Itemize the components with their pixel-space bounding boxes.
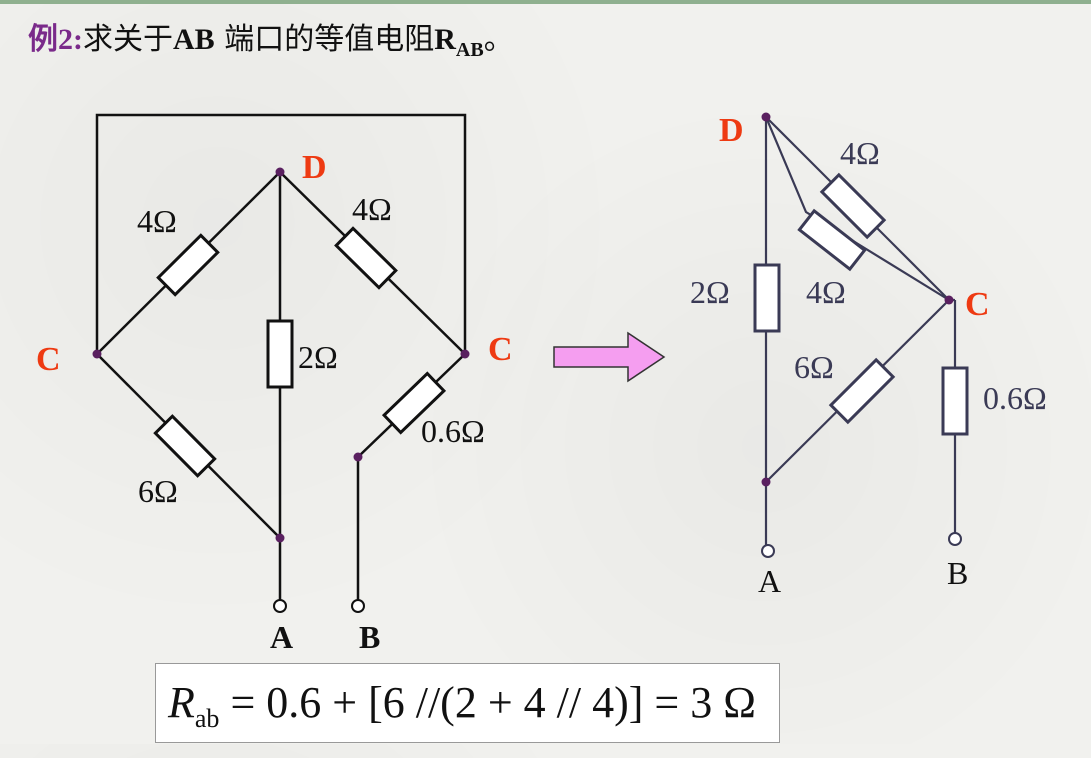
label-r-cb: 0.6Ω xyxy=(421,413,485,449)
label-node-c: C xyxy=(965,286,990,323)
resistor-4ohm-dc xyxy=(334,226,398,290)
left-nodes xyxy=(92,167,470,543)
title-r-symbol: R xyxy=(434,23,456,56)
node-c-right-dot xyxy=(460,349,470,359)
resistor-6ohm xyxy=(828,357,896,425)
title-port: AB xyxy=(173,23,215,56)
node-b-junction-dot xyxy=(353,452,363,462)
label-node-d: D xyxy=(302,149,327,186)
right-labels: D C 4Ω 4Ω 2Ω 6Ω 0.6Ω A B xyxy=(690,112,1047,599)
left-resistors xyxy=(153,226,447,478)
title-r-subscript: AB xyxy=(455,39,484,61)
equivalent-resistance-formula: Rab = 0.6 + [6 //(2 + 4 // 4)] = 3 Ω xyxy=(156,664,779,742)
resistor-0-6ohm xyxy=(941,366,969,436)
label-node-c-right: C xyxy=(488,331,513,368)
resistor-0-6ohm xyxy=(381,371,447,435)
node-bottom-dot xyxy=(275,533,285,543)
left-terminals xyxy=(273,599,365,613)
left-labels: D C C 4Ω 4Ω 2Ω 6Ω 0.6Ω A B xyxy=(36,149,513,655)
label-node-c-left: C xyxy=(36,341,61,378)
label-node-d: D xyxy=(719,112,744,149)
terminal-b-circle xyxy=(351,599,365,613)
label-r-da: 2Ω xyxy=(298,339,338,375)
node-d-dot xyxy=(761,112,771,122)
node-a-dot xyxy=(761,477,771,487)
label-r-lower: 4Ω xyxy=(806,274,846,310)
label-r-ca: 6Ω xyxy=(794,349,834,385)
node-d-dot xyxy=(275,167,285,177)
terminal-a-circle xyxy=(273,599,287,613)
example-label: 例2: xyxy=(28,23,83,56)
label-r-ca: 6Ω xyxy=(138,473,178,509)
label-terminal-a: A xyxy=(270,619,293,655)
right-resistors xyxy=(753,172,969,436)
label-terminal-b: B xyxy=(947,555,968,591)
title-period: 。 xyxy=(483,22,514,57)
title-text-before: 求关于 xyxy=(83,22,173,57)
terminal-b-circle xyxy=(948,532,962,546)
top-accent-bar xyxy=(0,0,1091,4)
formula-r-symbol: R xyxy=(168,678,195,727)
label-r-dc: 4Ω xyxy=(352,191,392,227)
resistor-2ohm xyxy=(266,319,294,389)
resistor-4ohm-cd xyxy=(156,233,220,297)
wire-d-c-lower xyxy=(764,116,950,301)
node-c-dot xyxy=(944,295,954,305)
problem-title: 例2:求关于AB 端口的等值电阻RAB。 xyxy=(28,14,514,62)
label-terminal-b: B xyxy=(359,619,380,655)
resistor-4ohm-lower xyxy=(797,208,867,272)
resistor-6ohm xyxy=(153,414,217,478)
right-circuit xyxy=(764,116,957,548)
formula-r-subscript: ab xyxy=(194,703,220,733)
label-terminal-a: A xyxy=(758,563,781,599)
resistor-4ohm-upper xyxy=(819,172,887,240)
right-arrow-icon xyxy=(553,331,666,383)
node-c-left-dot xyxy=(92,349,102,359)
label-r-cd: 4Ω xyxy=(137,203,177,239)
title-text-middle: 端口的等值电阻 xyxy=(214,22,435,57)
right-terminals xyxy=(761,532,962,558)
right-nodes xyxy=(761,112,954,487)
label-r-upper: 4Ω xyxy=(840,135,880,171)
formula-rhs: = 0.6 + [6 //(2 + 4 // 4)] = 3 Ω xyxy=(219,678,756,727)
top-wire xyxy=(95,113,467,354)
label-r-cb: 0.6Ω xyxy=(983,380,1047,416)
label-r-da: 2Ω xyxy=(690,274,730,310)
resistor-2ohm xyxy=(753,263,781,333)
terminal-a-circle xyxy=(761,544,775,558)
formula-box: Rab = 0.6 + [6 //(2 + 4 // 4)] = 3 Ω xyxy=(155,663,780,743)
